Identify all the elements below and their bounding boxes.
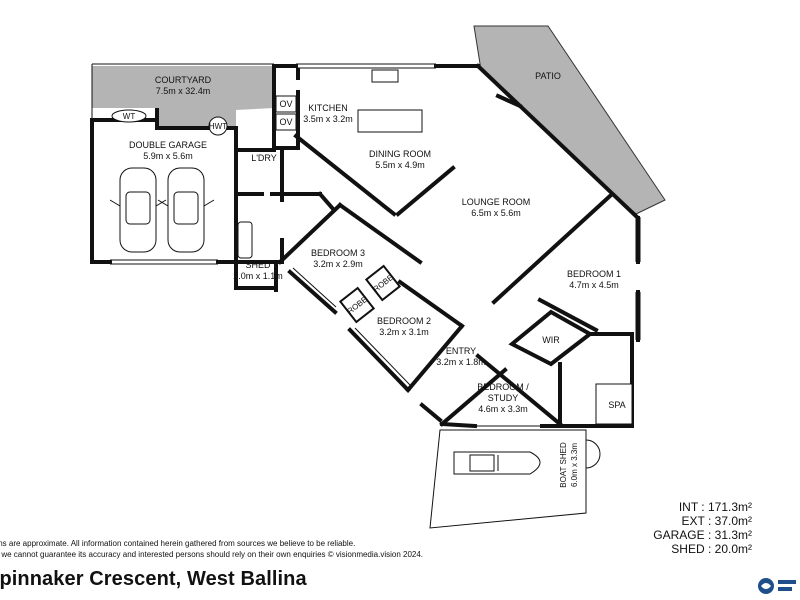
shed-size: 2.0m x 1.1m <box>233 271 283 281</box>
kitchen-island <box>357 109 423 133</box>
entry-size: 3.2m x 1.8m <box>436 357 486 367</box>
bedroom-study-size: 4.6m x 3.3m <box>478 404 528 414</box>
agency-logo-icon <box>758 578 796 594</box>
wir-label: WIR <box>542 335 560 345</box>
disclaimer-line-2: er we cannot guarantee its accuracy and … <box>0 550 424 559</box>
area-row-ext: EXT : 37.0m² <box>653 514 753 528</box>
area-label: GARAGE : <box>653 528 712 542</box>
oven-top-label: OV <box>279 99 292 109</box>
bedroom1-label: BEDROOM 1 <box>567 269 621 279</box>
oven-top-box <box>275 95 297 113</box>
dining-label: DINING ROOM <box>369 149 431 159</box>
area-row-garage: GARAGE : 31.3m² <box>653 528 752 542</box>
bedroom2-size: 3.2m x 3.1m <box>379 327 429 337</box>
spa-label: SPA <box>608 400 625 410</box>
area-row-shed: SHED : 20.0m² <box>653 542 752 556</box>
robe-left-box <box>338 286 376 324</box>
laundry-label: L'DRY <box>251 153 277 163</box>
area-row-int: INT : 171.3m² <box>653 500 752 514</box>
water-tank-icon <box>111 109 147 123</box>
bedroom1-size: 4.7m x 4.5m <box>569 280 619 290</box>
patio-label: PATIO <box>535 71 561 81</box>
oven-bottom-label: OV <box>279 117 292 127</box>
lounge-size: 6.5m x 5.6m <box>471 208 521 218</box>
area-label: SHED : <box>671 542 712 556</box>
area-value: 31.3m² <box>714 528 752 542</box>
room-labels: COURTYARD 7.5m x 32.4m WT HWT DOUBLE GAR… <box>123 71 626 488</box>
kitchen-size: 3.5m x 3.2m <box>303 114 353 124</box>
bedroom-study-label-2: STUDY <box>488 393 519 403</box>
disclaimer: ions are approximate. All information co… <box>0 538 600 560</box>
boat-shed-size: 6.0m x 3.3m <box>570 443 579 487</box>
courtyard-area <box>92 66 274 128</box>
shed-label: SHED <box>245 260 271 270</box>
dining-size: 5.5m x 4.9m <box>375 160 425 170</box>
area-label: EXT : <box>681 514 712 528</box>
boat-shed-doors <box>585 439 601 469</box>
boat-shed-outline <box>429 429 587 529</box>
courtyard-size: 7.5m x 32.4m <box>156 86 211 96</box>
bedroom3-size: 3.2m x 2.9m <box>313 259 363 269</box>
entry-label: ENTRY <box>446 346 476 356</box>
area-value: 37.0m² <box>714 514 752 528</box>
area-summary: INT : 171.3m² EXT : 37.0m² GARAGE : 31.3… <box>653 500 752 556</box>
boat-shed-label: BOAT SHED <box>559 442 568 488</box>
lounge-label: LOUNGE ROOM <box>462 197 531 207</box>
bedroom-study-label-1: BEDROOM / <box>477 382 529 392</box>
car-right-icon <box>157 167 215 253</box>
wt-label: WT <box>123 112 136 121</box>
bedroom2-label: BEDROOM 2 <box>377 316 431 326</box>
spa-tub-icon <box>595 383 633 425</box>
boat-icon <box>453 451 541 475</box>
kitchen-label: KITCHEN <box>308 103 348 113</box>
area-label: INT : <box>678 500 705 514</box>
bathtub-icon <box>237 221 253 259</box>
bedroom3-label: BEDROOM 3 <box>311 248 365 258</box>
oven-bottom-box <box>275 113 297 131</box>
area-value: 20.0m² <box>714 542 752 556</box>
car-left-icon <box>109 167 167 253</box>
property-address: Spinnaker Crescent, West Ballina <box>0 568 307 590</box>
disclaimer-line-1: ions are approximate. All information co… <box>0 539 356 548</box>
hot-water-tank-icon <box>208 116 228 136</box>
double-garage-size: 5.9m x 5.6m <box>143 151 193 161</box>
hwt-label: HWT <box>209 122 227 131</box>
robe-right-box <box>364 264 402 302</box>
kitchen-cooktop <box>371 69 399 83</box>
patio-area <box>473 25 666 215</box>
courtyard-label: COURTYARD <box>155 75 212 85</box>
double-garage-label: DOUBLE GARAGE <box>129 140 207 150</box>
area-value: 171.3m² <box>707 500 752 514</box>
